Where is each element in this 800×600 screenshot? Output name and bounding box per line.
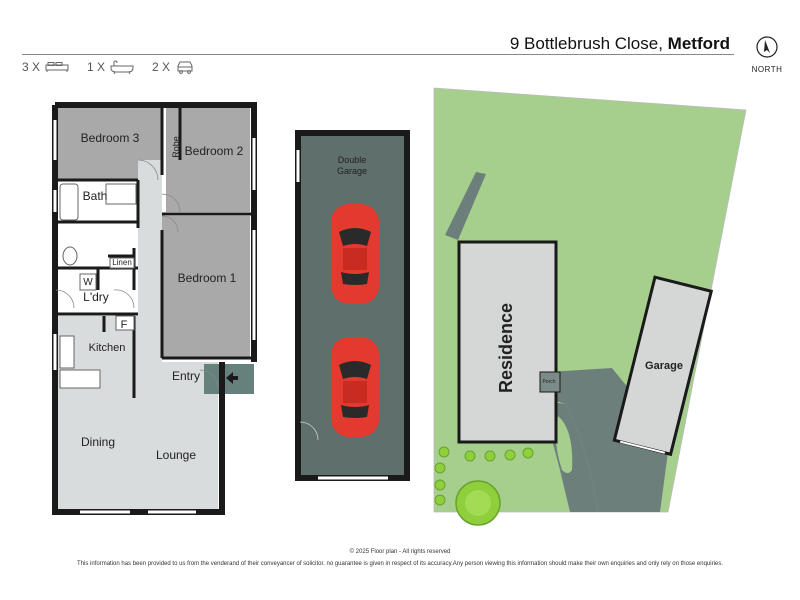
fridge-space — [115, 315, 135, 331]
shrubs — [434, 446, 534, 506]
porch — [539, 371, 561, 393]
residence-footprint — [457, 240, 558, 444]
hallway-floor — [138, 160, 162, 370]
property-address: 9 Bottlebrush Close, Metford — [510, 34, 730, 54]
site-garage — [612, 275, 714, 457]
interior-walls — [58, 105, 254, 398]
bathroom-count-text: 1 X — [87, 60, 106, 74]
site-garage-door — [619, 440, 666, 454]
label-bedroom-2: Bedroom 2 — [185, 144, 244, 158]
bedroom-count: 3 X — [22, 60, 69, 74]
bed-icon — [45, 62, 69, 72]
label-lounge: Lounge — [156, 448, 196, 462]
label-entry: Entry — [172, 369, 200, 383]
label-double-garage-2: Garage — [337, 166, 367, 176]
label-linen: Linen — [112, 258, 132, 267]
double-garage-plan: Double Garage — [295, 130, 410, 481]
site-plan: Porch Residence Garage — [433, 87, 747, 526]
shower — [105, 183, 137, 205]
garage-floor — [295, 130, 410, 481]
address-suburb: Metford — [667, 34, 730, 53]
label-double-garage-1: Double — [338, 155, 367, 165]
label-site-garage: Garage — [645, 360, 683, 372]
car-icon — [331, 337, 379, 437]
car-icon — [331, 204, 379, 304]
bedroom-count-text: 3 X — [22, 60, 41, 74]
linen-cupboard — [109, 257, 135, 269]
label-porch: Porch — [542, 379, 555, 385]
copyright-notice: © 2025 Floor plan - All rights reserved — [349, 549, 451, 555]
path-strip — [445, 172, 486, 240]
car-icon — [177, 61, 193, 74]
label-bedroom-1: Bedroom 1 — [178, 271, 237, 285]
label-bedroom-3: Bedroom 3 — [81, 131, 140, 145]
washer — [79, 273, 97, 291]
fixtures — [59, 183, 137, 389]
door-swings — [55, 159, 219, 389]
bathroom-count: 1 X — [87, 60, 134, 74]
kitchen-sink — [59, 335, 75, 369]
kitchen-bench — [59, 369, 101, 389]
label-dining: Dining — [81, 435, 115, 449]
toilet — [62, 246, 78, 266]
entry-arrow-icon — [226, 372, 238, 384]
tree-canopy — [465, 490, 491, 516]
label-bath: Bath — [83, 189, 108, 203]
label-robe: Robe — [171, 136, 181, 158]
bath-icon — [110, 60, 134, 74]
label-laundry: L'dry — [83, 290, 109, 304]
feature-summary: 3 X 1 X 2 X — [22, 60, 195, 74]
garage-door-swing — [299, 421, 319, 441]
label-residence: Residence — [496, 303, 516, 393]
header-divider — [22, 54, 734, 55]
north-label: NORTH — [751, 65, 783, 74]
house-floor-plan: Bedroom 3 Robe Bedroom 2 Bath Linen W L'… — [52, 102, 257, 515]
address-street: 9 Bottlebrush Close, — [509, 34, 663, 53]
label-kitchen: Kitchen — [89, 342, 126, 354]
car-space-count-text: 2 X — [152, 60, 171, 74]
disclaimer: This information has been provided to us… — [77, 561, 723, 567]
car-space-count: 2 X — [152, 60, 195, 74]
label-washer: W — [83, 277, 93, 288]
compass-icon — [756, 36, 778, 58]
windows — [53, 120, 256, 514]
label-fridge: F — [121, 319, 128, 331]
north-indicator: NORTH — [750, 36, 784, 74]
bedroom-1-floor — [162, 216, 250, 358]
driveway-garden-bed — [555, 416, 573, 473]
bathtub — [59, 183, 79, 221]
